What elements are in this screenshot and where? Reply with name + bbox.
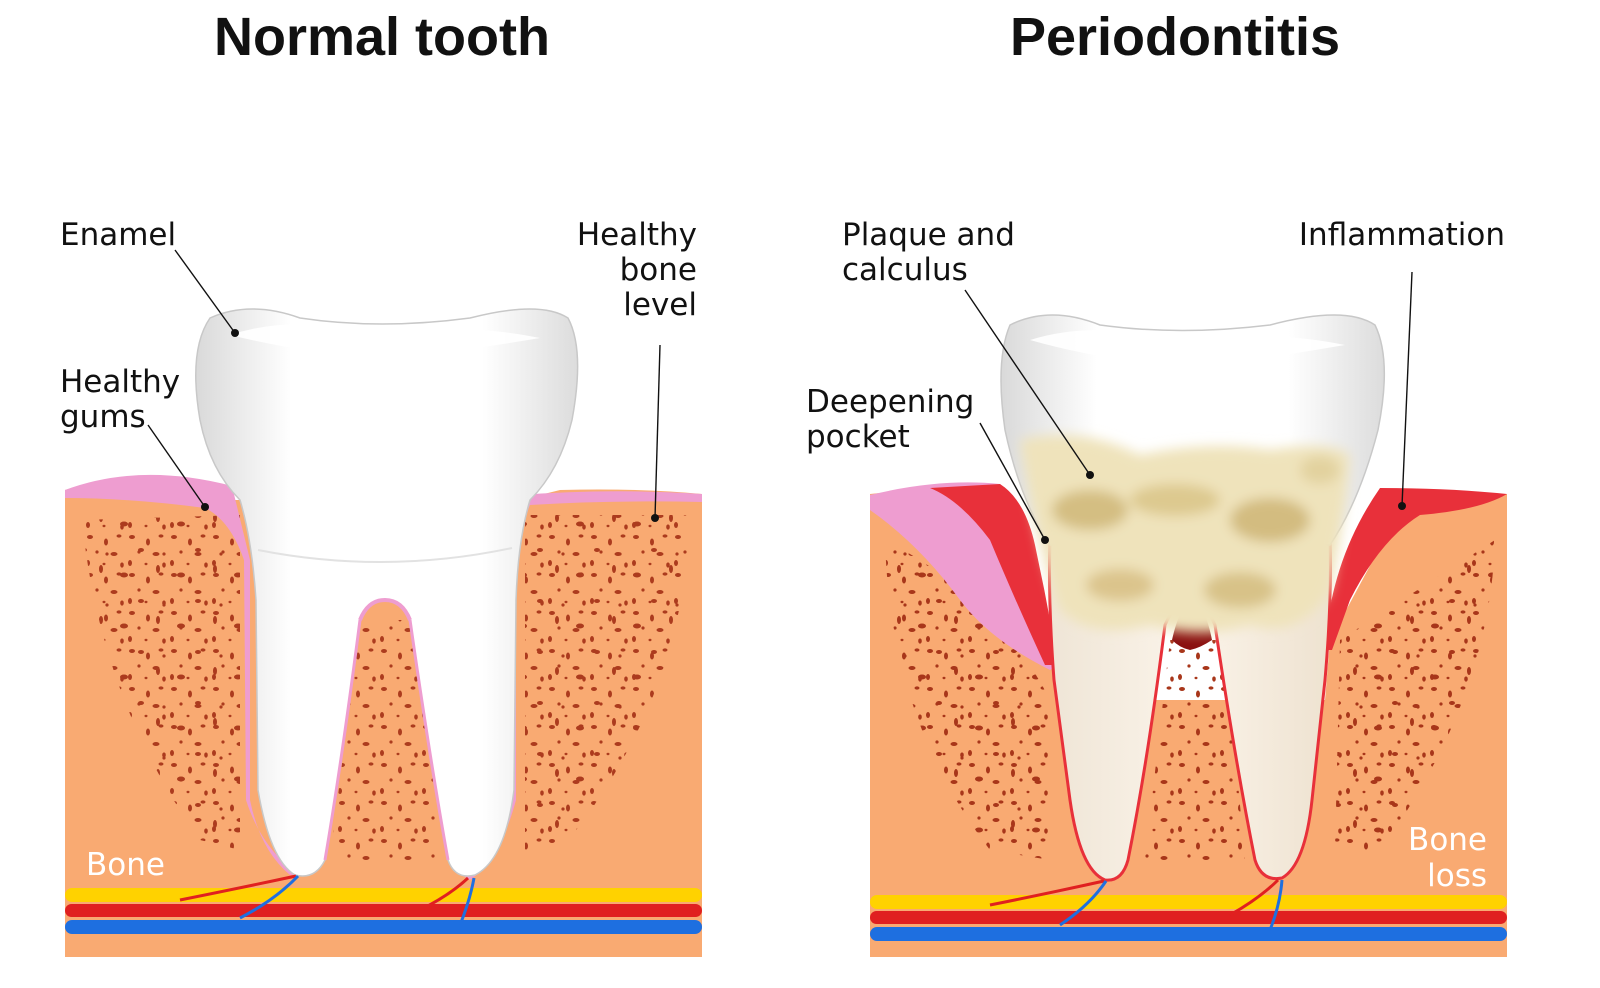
leader-inflammation [1401, 271, 1413, 507]
label-pocket-line2: pocket [806, 419, 910, 455]
label-healthy-bone-line3: level [623, 287, 697, 323]
leader-dot-healthy-bone [651, 514, 659, 522]
leader-pocket [979, 422, 1046, 541]
leader-healthy-bone [654, 344, 661, 519]
label-plaque-line2: calculus [842, 252, 968, 288]
label-bone: Bone [86, 847, 165, 883]
label-plaque-line1: Plaque and [842, 217, 1015, 253]
inflamed-gum-right [1325, 488, 1507, 650]
artery-band-left [65, 904, 702, 917]
leader-dot-inflammation [1398, 502, 1406, 510]
leader-healthy-gums [147, 424, 206, 508]
artery-band-right [870, 911, 1507, 924]
leader-dot-healthy-gums [201, 503, 209, 511]
title-periodontitis: Periodontitis [1010, 7, 1340, 67]
nerve-band-left [65, 888, 702, 902]
leader-plaque [964, 289, 1091, 476]
normal-tooth-illustration [65, 308, 702, 957]
label-healthy-gums-line1: Healthy [60, 364, 180, 400]
bone-texture-left [82, 515, 690, 860]
label-healthy-bone-line1: Healthy [577, 217, 697, 253]
vein-band-left [65, 920, 702, 934]
periodontitis-illustration [870, 314, 1507, 957]
leader-dot-plaque [1086, 471, 1094, 479]
label-healthy-bone-line2: bone [620, 252, 697, 288]
title-normal-tooth: Normal tooth [214, 7, 550, 67]
bone-texture-right [885, 540, 1495, 860]
label-bone-loss-line2: loss [1427, 858, 1487, 894]
plaque-calculus [1020, 435, 1350, 633]
leader-dot-pocket [1041, 536, 1049, 544]
vein-band-right [870, 927, 1507, 941]
label-pocket-line1: Deepening [806, 384, 974, 420]
label-healthy-gums-line2: gums [60, 399, 146, 435]
label-enamel: Enamel [60, 217, 176, 253]
leader-enamel [174, 249, 236, 334]
nerve-band-right [870, 895, 1507, 909]
label-inflammation: Inflammation [1299, 217, 1505, 253]
leader-dot-enamel [231, 329, 239, 337]
label-bone-loss-line1: Bone [1408, 822, 1487, 858]
